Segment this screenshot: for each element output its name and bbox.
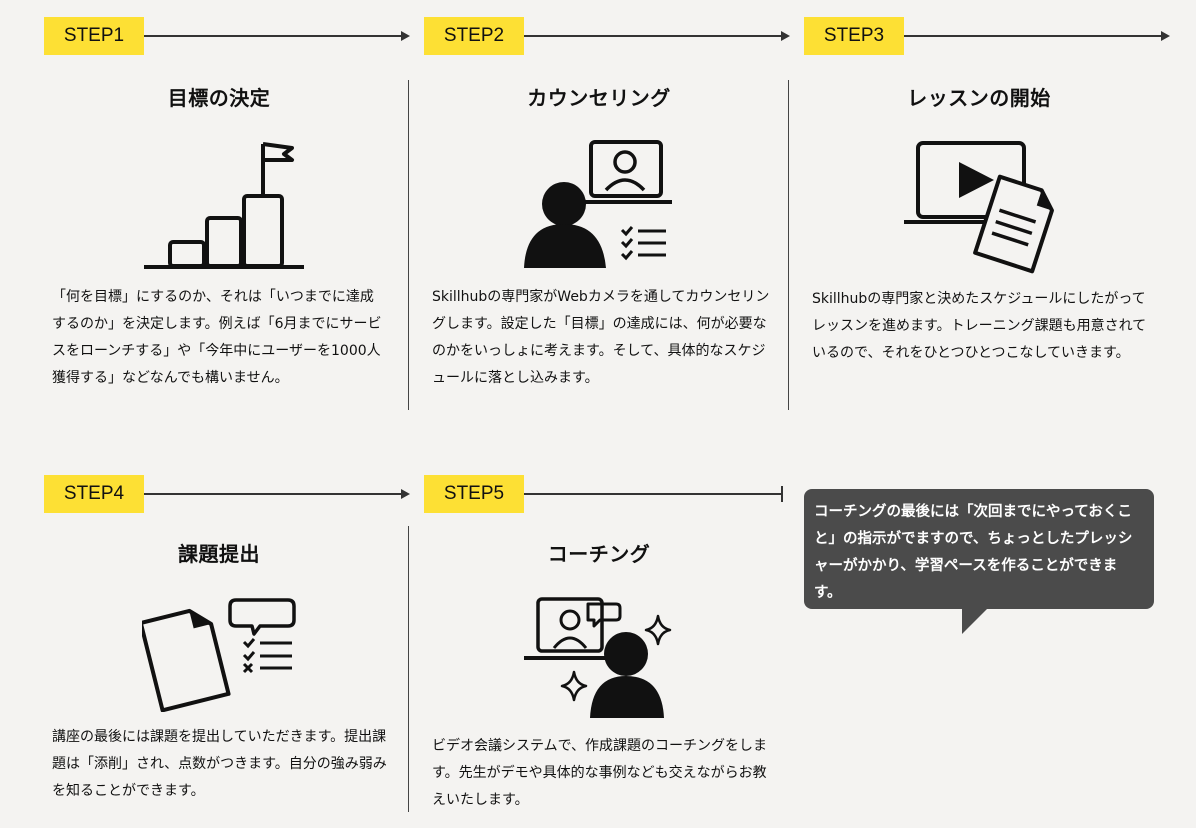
step3-label: STEP3 (804, 17, 904, 55)
video-lesson-document-icon (904, 141, 1054, 274)
step1-line (144, 35, 402, 37)
step4-header: STEP4 (44, 475, 414, 513)
step5-header: STEP5 (424, 475, 794, 513)
arrow-right-icon (401, 31, 410, 41)
goal-stairs-flag-icon (144, 142, 304, 269)
video-counseling-icon (524, 140, 672, 268)
video-coaching-sparkle-icon (524, 597, 672, 718)
step5-line (524, 493, 782, 495)
step4-title: 課題提出 (178, 542, 260, 566)
document-checklist-icon (142, 598, 296, 712)
column-divider (408, 80, 409, 410)
step3-header: STEP3 (804, 17, 1174, 55)
arrow-right-icon (401, 489, 410, 499)
step5-label: STEP5 (424, 475, 524, 513)
step4-label: STEP4 (44, 475, 144, 513)
step1-header: STEP1 (44, 17, 414, 55)
step3-line (904, 35, 1162, 37)
step2-description: Skillhubの専門家がWebカメラを通してカウンセリングします。設定した「目… (432, 289, 770, 386)
step3-description: Skillhubの専門家と決めたスケジュールにしたがってレッスンを進めます。トレ… (812, 291, 1147, 361)
step1-title: 目標の決定 (167, 86, 271, 110)
arrow-right-icon (1161, 31, 1170, 41)
step4-line (144, 493, 402, 495)
step3-title: レッスンの開始 (907, 86, 1051, 110)
step2-line (524, 35, 782, 37)
step5-title: コーチング (547, 542, 651, 566)
step4-description: 講座の最後には課題を提出していただきます。提出課題は「添削」され、点数がつきます… (52, 729, 387, 799)
arrow-right-icon (781, 31, 790, 41)
speech-bubble: コーチングの最後には「次回までにやっておくこと」の指示がでますので、ちょっとした… (804, 489, 1154, 609)
speech-bubble-tail (962, 608, 988, 634)
step2-label: STEP2 (424, 17, 524, 55)
column-divider (788, 80, 789, 410)
step1-description: 「何を目標」にするのか、それは「いつまでに達成するのか」を決定します。例えば「6… (52, 289, 382, 386)
step5-description: ビデオ会議システムで、作成課題のコーチングをします。先生がデモや具体的な事例など… (432, 738, 768, 808)
step2-header: STEP2 (424, 17, 794, 55)
line-end-tick (781, 486, 783, 502)
column-divider (408, 526, 409, 812)
step1-label: STEP1 (44, 17, 144, 55)
step2-title: カウンセリング (527, 86, 671, 110)
